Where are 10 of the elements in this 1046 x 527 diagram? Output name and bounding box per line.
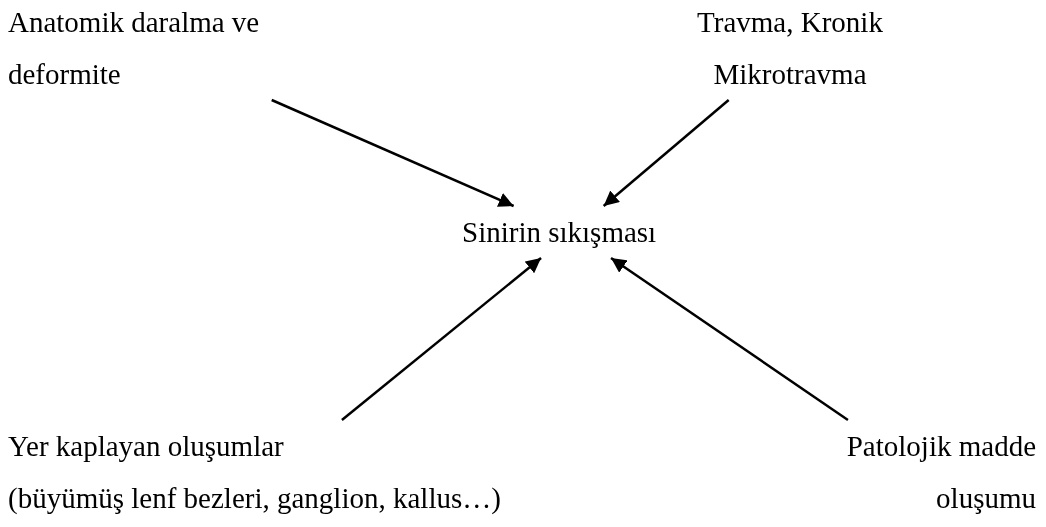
arrow xyxy=(610,256,849,422)
arrow xyxy=(602,99,730,207)
node-text: Patolojik madde oluşumu xyxy=(845,429,1036,516)
node-text: Sinirin sıkışması xyxy=(462,215,658,250)
arrow xyxy=(341,257,542,421)
arrow xyxy=(271,98,515,208)
node-text: Travma, Kronik Mikrotravma xyxy=(696,5,884,92)
node-text: Anatomik daralma ve deformite xyxy=(8,5,261,92)
node-text: Yer kaplayan oluşumlar xyxy=(8,429,285,464)
node-text: (büyümüş lenf bezleri, ganglion, kallus…) xyxy=(8,481,502,516)
